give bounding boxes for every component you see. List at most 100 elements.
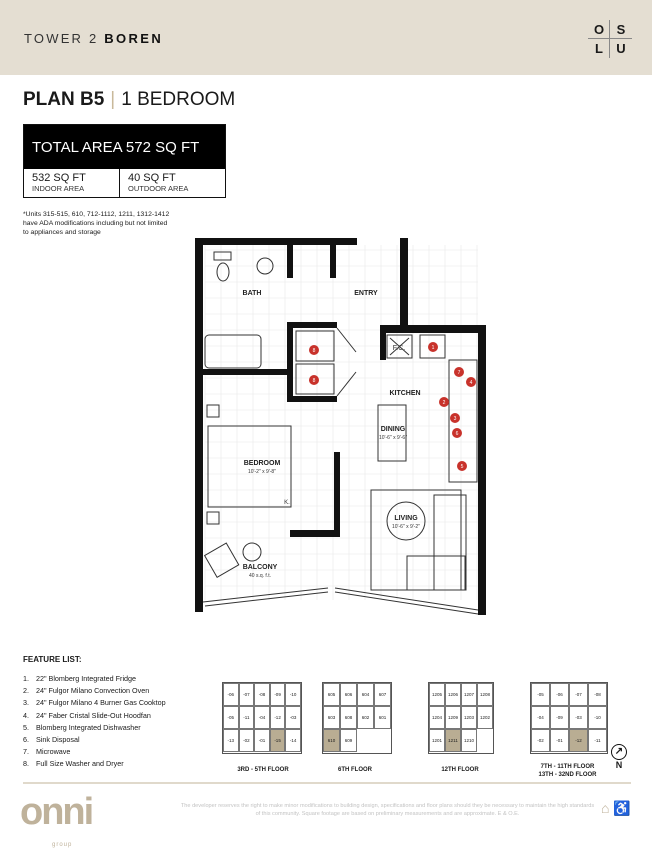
keyplan-caption: 6TH FLOOR: [338, 767, 372, 773]
keyplan-unit: -11: [238, 706, 255, 729]
svg-text:8: 8: [313, 348, 316, 354]
keyplan-unit: -09: [550, 706, 569, 729]
keyplan-unit: -11: [588, 729, 607, 752]
keyplan-unit: 605: [323, 683, 340, 706]
keyplan-unit: -05: [223, 706, 239, 729]
north-label: N: [615, 760, 623, 770]
appliance-marker: 5: [457, 461, 467, 471]
feature-item: 5. Blomberg Integrated Dishwasher: [23, 722, 166, 734]
keyplan-caption: 12TH FLOOR: [441, 767, 479, 773]
keyplan-unit: 1201: [429, 729, 445, 752]
feature-item: 3. 24" Fulgor Milano 4 Burner Gas Cooktop: [23, 697, 166, 709]
keyplan: -06-07-08-09-10-05-11-04-12-03-13-02-01-…: [222, 682, 302, 754]
floor-tiles: [204, 245, 478, 600]
keyplan: -05-06-07-08-04-09-03-10-02-01-12-11: [530, 682, 608, 754]
floor-plan: BATH ENTRY KITCHEN DINING BEDROOM LIVING…: [195, 238, 486, 615]
feature-item: 6.Sink Disposal: [23, 734, 166, 746]
svg-text:6: 6: [456, 431, 459, 437]
fan-coil-label: F.C.: [393, 345, 406, 352]
appliance-marker: 2: [439, 397, 449, 407]
feature-text: Microwave: [36, 747, 71, 757]
feature-number: 8.: [23, 759, 29, 769]
svg-text:8: 8: [313, 378, 316, 384]
keyplan-unit: 609: [340, 729, 357, 752]
keyplan-unit: -09: [269, 683, 286, 706]
keyplan-unit: 1208: [477, 683, 493, 706]
svg-text:1: 1: [432, 345, 435, 351]
keyplan-unit: 606: [340, 683, 357, 706]
appliance-marker: 8: [309, 375, 319, 385]
feature-item: 2.24" Fulgor Milano Convection Oven: [23, 685, 166, 697]
balcony-area: 40 s.q. f.t.: [249, 573, 271, 579]
feature-text: Sink Disposal: [36, 735, 80, 745]
svg-text:5: 5: [461, 464, 464, 470]
appliance-marker: 8: [309, 345, 319, 355]
feature-text: Blomberg Integrated Dishwasher: [36, 722, 141, 732]
room-label-bedroom: BEDROOM: [244, 460, 281, 467]
keyplan-unit: -03: [569, 706, 588, 729]
keyplan-unit: -12: [569, 729, 588, 752]
plan-type: 1 BEDROOM: [121, 89, 236, 110]
keyplan-unit: 1211: [445, 729, 461, 752]
keyplan-caption: 13TH - 32ND FLOOR: [538, 772, 597, 778]
keyplan-unit: -10: [285, 683, 301, 706]
keyplan-unit: -14: [285, 729, 301, 752]
feature-item: 1. 22" Blomberg Integrated Fridge: [23, 673, 166, 685]
feature-list-title: FEATURE LIST:: [23, 655, 82, 664]
plan-name: PLAN B5: [23, 89, 105, 110]
keyplan-unit: -03: [285, 706, 301, 729]
feature-number: 3.: [23, 698, 29, 708]
equal-housing-icon: ⌂: [601, 800, 610, 816]
feature-text: 24" Fulgor Milano 4 Burner Gas Cooktop: [36, 698, 166, 708]
keyplan-unit: -10: [588, 706, 607, 729]
feature-number: 5.: [23, 722, 29, 732]
keyplan-unit: 1202: [477, 706, 493, 729]
logo-letter: U: [616, 41, 626, 56]
logo-letter: S: [616, 22, 626, 37]
keyplan-unit: -07: [238, 683, 255, 706]
feature-number: 1.: [23, 674, 29, 683]
keyplan-unit: 601: [374, 706, 391, 729]
tower-title: TOWER 2 BOREN: [24, 31, 163, 46]
keyplan-unit: -05: [531, 683, 550, 706]
indoor-value: 532 SQ FT: [32, 172, 86, 184]
accessibility-icon: ♿: [613, 800, 631, 816]
keyplan-unit: -15: [269, 729, 286, 752]
keyplan-unit: -02: [531, 729, 550, 752]
outdoor-value: 40 SQ FT: [128, 172, 176, 184]
keyplan-unit: -13: [223, 729, 239, 752]
dining-dimensions: 10'-6" x 9'-6": [379, 435, 407, 441]
feature-text: 22" Blomberg Integrated Fridge: [36, 674, 137, 683]
keyplan-unit: 603: [323, 706, 340, 729]
room-label-dining: DINING: [381, 426, 406, 433]
feature-item: 7. Microwave: [23, 746, 166, 758]
feature-number: 7.: [23, 747, 29, 757]
feature-item: 8.Full Size Washer and Dryer: [23, 758, 166, 770]
svg-text:4: 4: [470, 380, 473, 386]
logo-letter: L: [595, 41, 603, 56]
keyplan-unit: 1205: [429, 683, 445, 706]
keyplan-unit: -01: [254, 729, 270, 752]
north-arrow-icon: ↗: [611, 744, 627, 760]
keyplan-unit: 604: [357, 683, 374, 706]
footer-divider: [23, 782, 631, 784]
appliance-marker: 1: [428, 342, 438, 352]
indoor-label: INDOOR AREA: [32, 184, 85, 193]
living-dimensions: 10'-6" x 9'-2": [392, 524, 420, 530]
logo-text: onni: [20, 791, 94, 833]
k-label: K.: [284, 500, 290, 506]
keyplan-unit: -12: [269, 706, 286, 729]
feature-number: 2.: [23, 686, 29, 696]
keyplan-unit: -06: [550, 683, 569, 706]
room-label-kitchen: KITCHEN: [389, 390, 420, 397]
keyplan-unit: 608: [340, 706, 357, 729]
ada-note: *Units 315-515, 610, 712-1112, 1211, 131…: [23, 211, 170, 236]
feature-number: 4.: [23, 710, 29, 720]
walls: [195, 238, 486, 615]
tower-name: BOREN: [104, 31, 164, 46]
appliance-marker: 7: [454, 367, 464, 377]
